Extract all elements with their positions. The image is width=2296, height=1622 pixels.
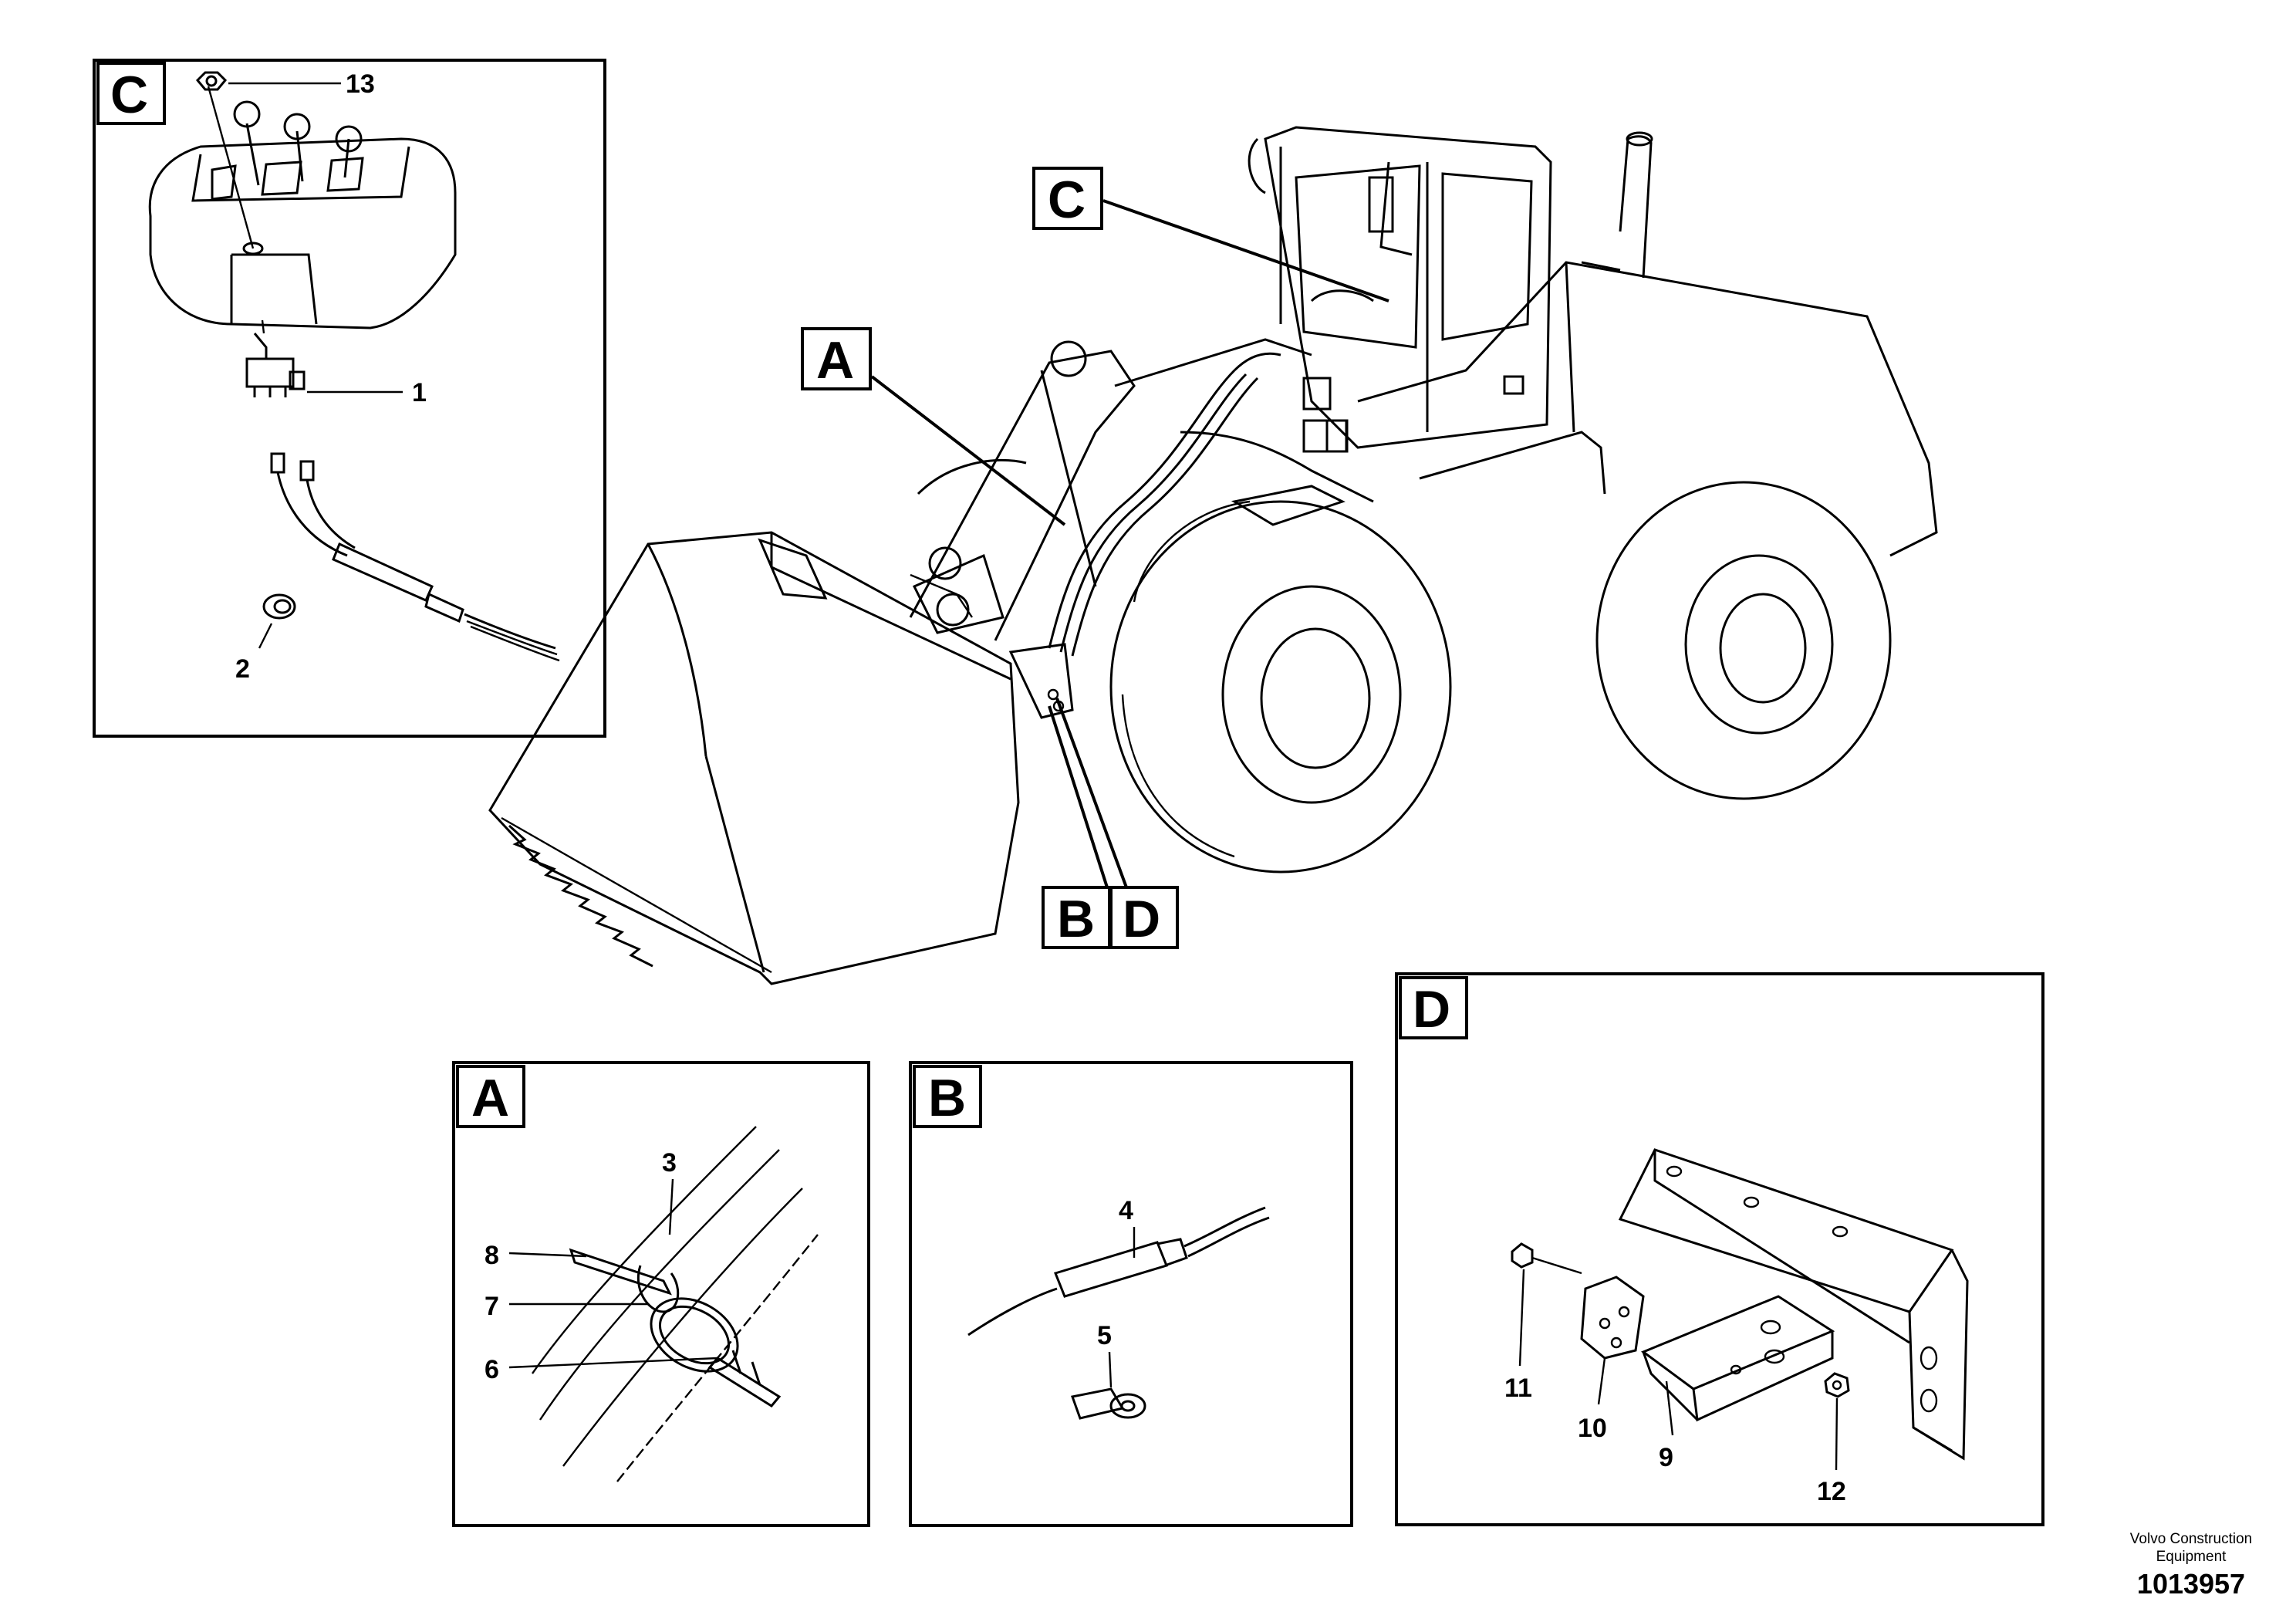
panel-d-letter: D [1413,980,1450,1039]
panel-c-frame [93,59,606,738]
panel-c-letter-box [96,62,166,125]
panel-d: D 9 10 [1395,972,2044,1526]
bracket-9: 9 [1640,1295,1835,1472]
rear-wheel [1595,481,1892,800]
panel-a-letter: A [471,1069,509,1127]
control-lever-console [148,86,457,329]
callout-box-c [1032,167,1103,230]
operator-cab [1248,126,1552,449]
label-10: 10 [1578,1414,1607,1443]
front-wheel [1109,500,1452,874]
panel-c: C 13 [93,59,606,738]
lamp-bracket-location [1008,643,1074,719]
panel-d-letter-box [1399,976,1468,1039]
cable-harness [270,452,560,662]
callout-b: B [1057,890,1095,948]
cable-lug-5: 5 [1071,1321,1146,1420]
callout-box-d [1109,886,1179,949]
panel-b: B 4 5 [909,1061,1353,1527]
label-4: 4 [1119,1196,1133,1225]
label-13: 13 [346,69,375,99]
label-7: 7 [485,1292,499,1321]
company-name-line1: Volvo Construction [2129,1531,2253,1547]
mounting-bracket-plate [1618,1148,1969,1461]
connector-4: 4 [967,1196,1270,1336]
nut-12: 12 [1817,1372,1850,1506]
panel-b-frame [909,1061,1353,1527]
machine-body [1231,131,1938,557]
panel-a-letter-box [456,1065,525,1128]
label-9: 9 [1659,1443,1673,1472]
label-11: 11 [1504,1374,1532,1403]
panel-b-letter: B [928,1069,966,1127]
label-2: 2 [235,654,250,684]
callout-leaders [870,199,1389,888]
label-12: 12 [1817,1477,1846,1506]
label-1: 1 [412,378,427,407]
switch-10: 10 [1578,1276,1645,1443]
lift-arm [909,338,1374,641]
hose-bundle [1048,352,1281,657]
drawing-number: 1013957 [2136,1568,2246,1600]
panel-c-letter: C [110,66,148,124]
switch-1: 1 [245,319,427,407]
label-5: 5 [1097,1321,1112,1350]
panel-a: A 3 8 7 6 [452,1061,870,1527]
callout-d: D [1123,890,1160,948]
hose-clamp-assembly [532,1126,819,1482]
wheel-loader-view: A C B D [488,126,1938,985]
grommet-2: 2 [235,593,296,684]
label-3: 3 [662,1148,677,1178]
nut-13: 13 [195,69,375,99]
label-8: 8 [485,1241,499,1270]
company-name-line2: Equipment [2156,1549,2227,1565]
panel-a-frame [452,1061,870,1527]
callout-c: C [1048,171,1086,229]
screw-11: 11 [1504,1242,1582,1403]
panel-d-frame [1395,972,2044,1526]
panel-b-letter-box [913,1065,982,1128]
bucket [488,531,1020,985]
callout-a: A [816,331,854,390]
label-6: 6 [485,1355,499,1384]
callout-box-a [801,327,872,390]
